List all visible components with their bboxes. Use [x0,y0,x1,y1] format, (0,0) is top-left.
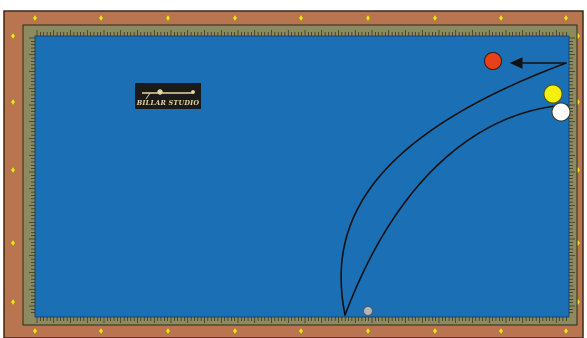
table-cloth [35,36,569,317]
logo-text: BILLAR STUDIO [136,99,200,107]
billar-studio-logo: BILLAR STUDIO [135,83,201,109]
white-ball [552,103,570,121]
red-ball [485,53,502,70]
yellow-ball [544,85,562,103]
grey-ball [364,307,373,316]
